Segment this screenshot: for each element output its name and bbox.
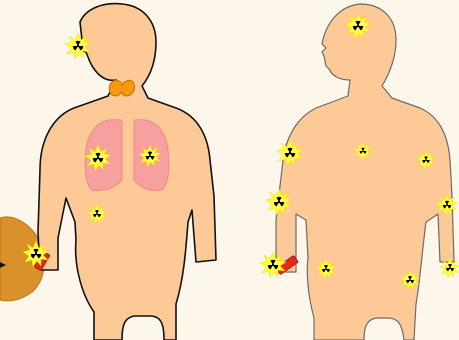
left-body [38,4,216,340]
right-body-outline [276,4,454,340]
left-body-outline [38,4,216,340]
right-body [276,4,454,340]
